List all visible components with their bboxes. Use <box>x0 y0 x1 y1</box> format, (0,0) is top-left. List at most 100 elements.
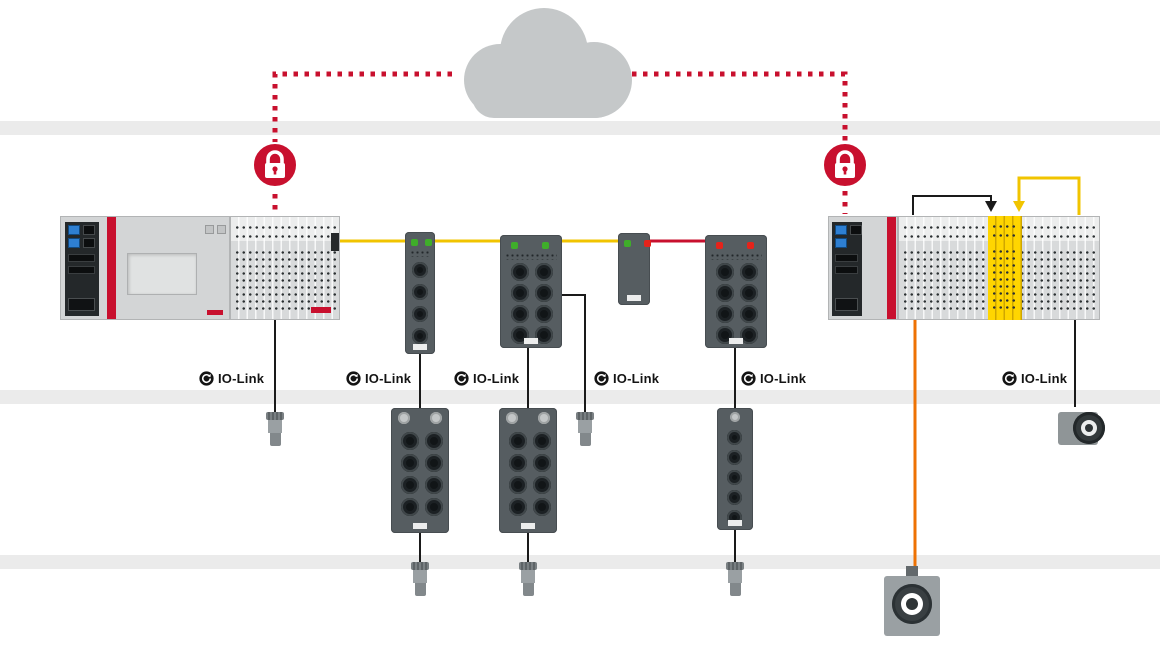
safety-terminals <box>988 216 1022 320</box>
ethernet-port-icon <box>83 238 95 248</box>
m12-connector-icon <box>535 284 553 302</box>
iolink-device-3 <box>717 408 753 530</box>
m12-connector-icon <box>509 454 527 472</box>
m12-connector-icon <box>727 490 742 505</box>
m12-connector-icon <box>412 306 428 322</box>
iolink-label-right-station: IO-Link <box>1002 370 1067 386</box>
mount-stud-icon <box>430 412 442 424</box>
m12-connector-icon <box>533 454 551 472</box>
iolink-label-text: IO-Link <box>760 370 807 386</box>
ethernet-port-icon <box>83 225 95 235</box>
terminal-contacts <box>991 222 1019 237</box>
sensor-plug-4 <box>519 562 537 596</box>
iolink-master-1 <box>405 232 435 354</box>
m12-connector-icon <box>511 263 529 281</box>
module-label <box>413 344 427 350</box>
m12-connector-icon <box>535 263 553 281</box>
mount-stud-icon <box>398 412 410 424</box>
status-led-red <box>716 242 723 249</box>
security-dotted-line-right <box>632 71 848 214</box>
io-slot-icon <box>835 266 858 274</box>
reel-hub-icon <box>1085 424 1093 432</box>
m12-connector-grid <box>727 430 742 525</box>
usb-port-icon <box>68 238 80 248</box>
iolink-device-2 <box>499 408 557 533</box>
module-label <box>521 523 535 529</box>
module-contacts <box>710 253 762 260</box>
iolink-label-text: IO-Link <box>218 370 265 386</box>
branch-coupler <box>618 233 651 305</box>
module-contacts <box>505 253 557 260</box>
mount-stud-icon <box>506 412 518 424</box>
status-led-red <box>644 240 651 247</box>
security-dotted-line-left <box>272 71 452 214</box>
brand-stripe <box>887 217 896 319</box>
right-plc-station <box>828 216 1100 320</box>
plug-body <box>268 420 282 433</box>
module-label <box>524 338 538 344</box>
status-led-green <box>542 242 549 249</box>
iolink-logo-icon <box>454 370 469 386</box>
safety-jumper-yellow <box>1017 176 1081 215</box>
m12-connector-icon <box>535 305 553 323</box>
pc-io-ports <box>832 222 862 316</box>
plug-tip <box>269 433 281 446</box>
m12-connector-icon <box>509 498 527 516</box>
m12-connector-icon <box>740 305 758 323</box>
m12-connector-icon <box>740 284 758 302</box>
m12-connector-icon <box>533 498 551 516</box>
iolink-logo-icon <box>346 370 361 386</box>
safety-arrow-yellow <box>1013 201 1025 212</box>
module-label <box>627 295 641 301</box>
safety-arrow-black <box>985 201 997 212</box>
usb-port-icon <box>68 225 80 235</box>
plug-body <box>578 420 592 433</box>
plug-tip <box>579 433 591 446</box>
m12-connector-icon <box>533 476 551 494</box>
plug-tip <box>414 583 426 596</box>
signal-horn <box>884 566 940 638</box>
plug-body <box>728 570 742 583</box>
plug-cap <box>726 562 744 570</box>
m12-connector-grid <box>511 263 553 344</box>
network-layer-band-1 <box>0 121 1160 135</box>
network-layer-band-2 <box>0 390 1160 404</box>
pc-button <box>217 225 226 234</box>
iolink-label-master-1: IO-Link <box>346 370 411 386</box>
pc-button <box>205 225 214 234</box>
sensor-plug-1 <box>266 412 284 446</box>
embedded-pc-right <box>828 216 898 320</box>
status-led-green <box>411 239 418 246</box>
cloud-icon <box>464 8 632 118</box>
network-layer-band-3 <box>0 555 1160 569</box>
ethercat-port-icon <box>331 233 339 251</box>
m12-connector-icon <box>740 263 758 281</box>
m12-connector-icon <box>401 498 419 516</box>
plug-tip <box>522 583 534 596</box>
brand-stripe <box>107 217 116 319</box>
terminal-contacts <box>991 248 1019 313</box>
ethernet-port-icon <box>850 225 862 235</box>
module-contacts <box>410 250 430 257</box>
m12-connector-icon <box>727 450 742 465</box>
m12-connector-icon <box>716 263 734 281</box>
io-terminal-strip-left <box>230 216 340 320</box>
iolink-logo-icon <box>594 370 609 386</box>
mount-stud-icon <box>538 412 550 424</box>
m12-connector-icon <box>425 498 443 516</box>
m12-connector-grid <box>509 432 551 516</box>
pc-io-ports <box>65 222 99 316</box>
iolink-label-branch: IO-Link <box>594 370 659 386</box>
status-led-green <box>425 239 432 246</box>
sensor-plug-2 <box>576 412 594 446</box>
plug-tip <box>729 583 741 596</box>
iolink-label-text: IO-Link <box>365 370 412 386</box>
mount-stud-icon <box>730 412 740 422</box>
module-label <box>728 520 742 526</box>
horn-hub-icon <box>906 598 918 610</box>
m12-connector-icon <box>727 470 742 485</box>
plug-body <box>521 570 535 583</box>
m12-connector-icon <box>727 430 742 445</box>
iolink-label-left-station: IO-Link <box>199 370 264 386</box>
m12-connector-icon <box>401 432 419 450</box>
